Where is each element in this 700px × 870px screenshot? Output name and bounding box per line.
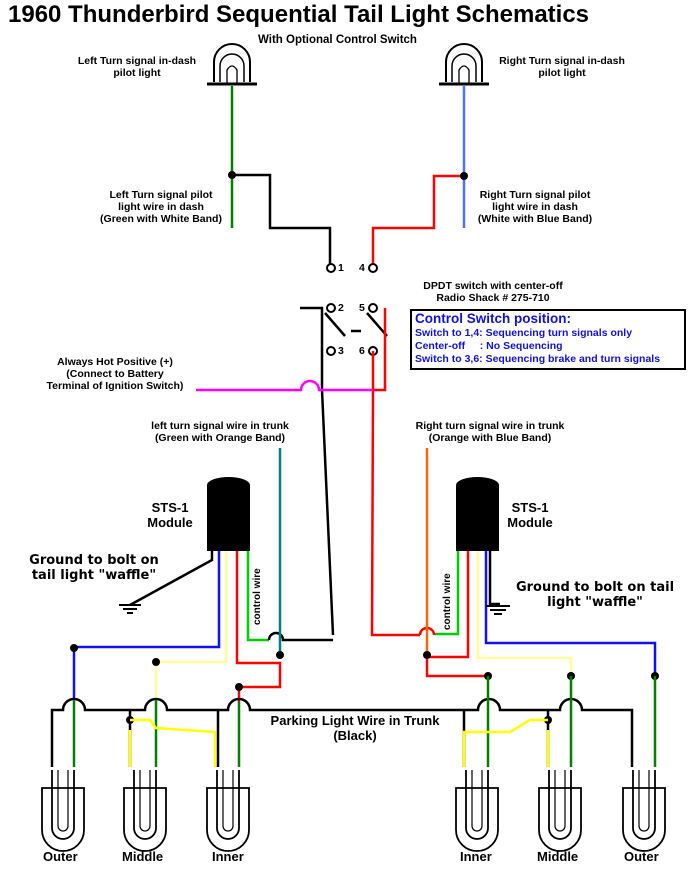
left-control-wire-label: control wire: [252, 568, 263, 625]
lamp-left-outer: [41, 770, 85, 852]
left-control-wire: [246, 551, 269, 642]
right-control-wire-label: control wire: [442, 573, 453, 630]
pilot-wires: [230, 86, 466, 265]
terminal-1-label: 1: [338, 262, 344, 274]
lamp-left-inner: [206, 770, 250, 852]
lamp-right-inner-label: Inner: [460, 849, 492, 864]
left-trunk-label: left turn signal wire in trunk(Green wit…: [151, 420, 289, 444]
switch-lever-right: [366, 312, 388, 337]
terminal-6-label: 6: [359, 345, 365, 357]
left-sts1-module: [207, 477, 250, 551]
lamp-left-outer-label: Outer: [43, 849, 78, 864]
lamp-left-middle-label: Middle: [122, 849, 164, 864]
right-sts1-module: [456, 477, 499, 551]
lamp-right-outer-label: Outer: [624, 849, 659, 864]
page-subtitle: With Optional Control Switch: [258, 34, 417, 46]
dpdt-switch: [324, 263, 388, 356]
page-title: 1960 Thunderbird Sequential Tail Light S…: [8, 1, 590, 28]
terminal-2: [326, 303, 336, 313]
right-pilot-bulb: [439, 43, 489, 86]
right-module-ground-wire: [488, 551, 500, 606]
control-line-3: Switch to 3,6: Sequencing brake and turn…: [415, 353, 661, 365]
switch-left-to-module-wire: [300, 306, 335, 636]
terminal-2-label: 2: [338, 302, 344, 314]
left-pilot-junction: [228, 171, 236, 179]
left-module-outer-wire: [72, 551, 221, 700]
right-module-outer-wire: [484, 551, 657, 676]
left-module-ground-wire: [129, 551, 214, 607]
terminal-3: [326, 346, 336, 356]
lamp-left-middle: [123, 770, 167, 852]
terminal-1: [326, 263, 336, 273]
switch-lever-left: [324, 312, 346, 337]
terminal-5-label: 5: [359, 302, 365, 314]
lamp-left-inner-label: Inner: [212, 849, 244, 864]
hot-positive-label: Always Hot Positive (+)(Connect to Batte…: [46, 356, 184, 392]
terminal-4-label: 4: [359, 262, 365, 274]
lamp-right-middle: [538, 770, 582, 852]
left-pilot-to-switch-wire: [232, 173, 332, 265]
hot-positive-wire: [196, 379, 373, 392]
control-line-1: Switch to 1,4: Sequencing turn signals o…: [415, 327, 633, 339]
parking-light-label: Parking Light Wire in Trunk(Black): [270, 713, 440, 743]
left-pilot-bulb: [207, 43, 257, 86]
terminal-5: [368, 303, 378, 313]
lamp-right-outer: [622, 770, 666, 852]
control-switch-title: Control Switch position:: [415, 311, 571, 326]
terminal-4: [368, 263, 378, 273]
control-line-2: Center-off : No Sequencing: [415, 340, 563, 352]
right-control-wire: [435, 551, 460, 636]
lamp-right-middle-label: Middle: [537, 849, 579, 864]
right-pilot-junction: [460, 172, 468, 180]
right-trunk-label: Right turn signal wire in trunk(Orange w…: [415, 420, 565, 444]
left-module-middle-wire: [154, 551, 228, 700]
right-pilot-to-switch-wire: [371, 174, 464, 265]
lamp-right-inner: [455, 770, 499, 852]
right-module-middle-wire: [476, 551, 573, 676]
terminal-3-label: 3: [338, 345, 344, 357]
control-switch-box: Control Switch position: Switch to 1,4: …: [410, 309, 686, 370]
